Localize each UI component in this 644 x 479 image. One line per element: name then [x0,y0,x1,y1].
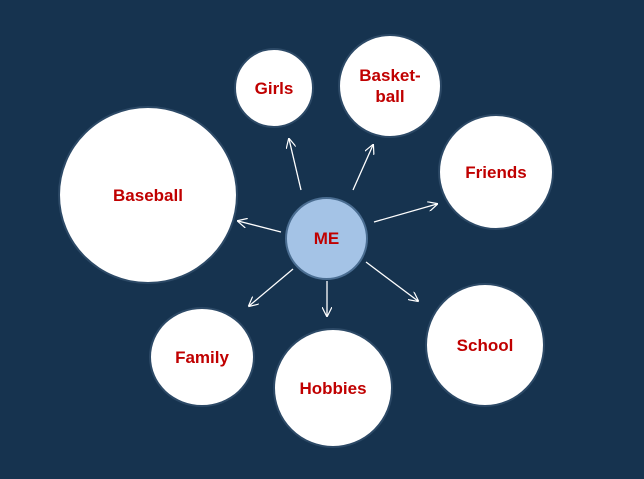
node-girls: Girls [234,48,314,128]
node-me-label: ME [313,229,340,248]
node-girls-label: Girls [254,78,294,98]
node-family-label: Family [175,347,229,367]
arrow-to-basketball [352,145,373,191]
node-me: ME [285,197,368,280]
node-baseball-label: Baseball [113,185,183,205]
node-baseball: Baseball [58,106,238,284]
node-school-label: School [456,335,514,355]
node-hobbies-label: Hobbies [299,378,367,398]
node-basketball-label: Basket- ball [359,66,421,106]
arrow-to-girls [289,139,302,191]
arrow-to-family [249,268,294,306]
node-friends: Friends [438,114,554,230]
arrow-to-baseball [238,221,282,233]
node-family: Family [149,307,255,407]
node-basketball: Basket- ball [338,34,442,138]
node-hobbies: Hobbies [273,328,393,448]
node-friends-label: Friends [465,162,527,182]
arrow-to-friends [373,204,437,223]
node-school: School [425,283,545,407]
arrow-to-school [365,261,418,301]
